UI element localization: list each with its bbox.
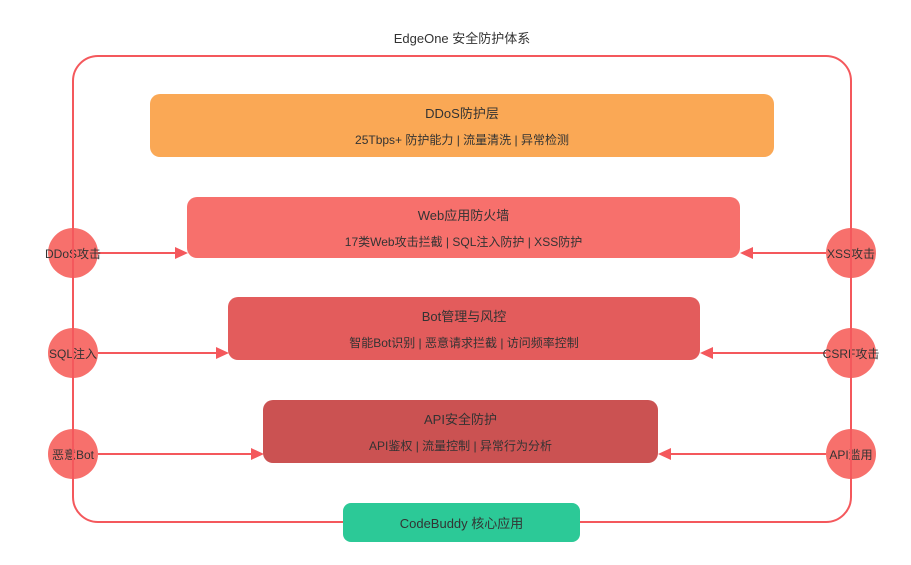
layer-title: API安全防护 (424, 412, 497, 427)
core-app-node: CodeBuddy 核心应用 (343, 503, 580, 542)
layer-api-security: API安全防护 API鉴权 | 流量控制 | 异常行为分析 (263, 400, 658, 463)
layer-ddos-protection: DDoS防护层 25Tbps+ 防护能力 | 流量清洗 | 异常检测 (150, 94, 774, 157)
layer-subtitle: 17类Web攻击拦截 | SQL注入防护 | XSS防护 (344, 235, 583, 249)
boundary-line-segment (72, 426, 74, 482)
arrow-csrf-to-bot-line (712, 352, 826, 354)
layer-bot-management: Bot管理与风控 智能Bot识别 | 恶意请求拦截 | 访问频率控制 (228, 297, 700, 360)
arrow-apiabuse-to-api-line (670, 453, 826, 455)
arrow-ddos-to-waf-head (175, 247, 188, 259)
layer-subtitle: 25Tbps+ 防护能力 | 流量清洗 | 异常检测 (355, 133, 569, 147)
boundary-line-segment (72, 325, 74, 381)
boundary-line-segment (850, 325, 852, 381)
layer-subtitle: 智能Bot识别 | 恶意请求拦截 | 访问频率控制 (349, 336, 579, 350)
arrow-xss-to-waf-line (752, 252, 826, 254)
layer-web-application-firewall: Web应用防火墙 17类Web攻击拦截 | SQL注入防护 | XSS防护 (187, 197, 740, 258)
arrow-xss-to-waf-head (740, 247, 753, 259)
layer-title: DDoS防护层 (425, 106, 499, 121)
arrow-ddos-to-waf-line (98, 252, 176, 254)
boundary-line-segment (850, 426, 852, 482)
arrow-bot-to-api-line (98, 453, 252, 455)
layer-subtitle: API鉴权 | 流量控制 | 异常行为分析 (369, 439, 552, 453)
arrow-apiabuse-to-api-head (658, 448, 671, 460)
arrow-sql-to-bot-line (98, 352, 217, 354)
layer-title: Bot管理与风控 (421, 309, 507, 324)
diagram-title: EdgeOne 安全防护体系 (393, 31, 531, 46)
boundary-line-segment (72, 225, 74, 281)
arrow-bot-to-api-head (251, 448, 264, 460)
boundary-line-segment (850, 225, 852, 281)
arrow-csrf-to-bot-head (700, 347, 713, 359)
layer-title: Web应用防火墙 (417, 208, 510, 223)
arrow-sql-to-bot-head (216, 347, 229, 359)
